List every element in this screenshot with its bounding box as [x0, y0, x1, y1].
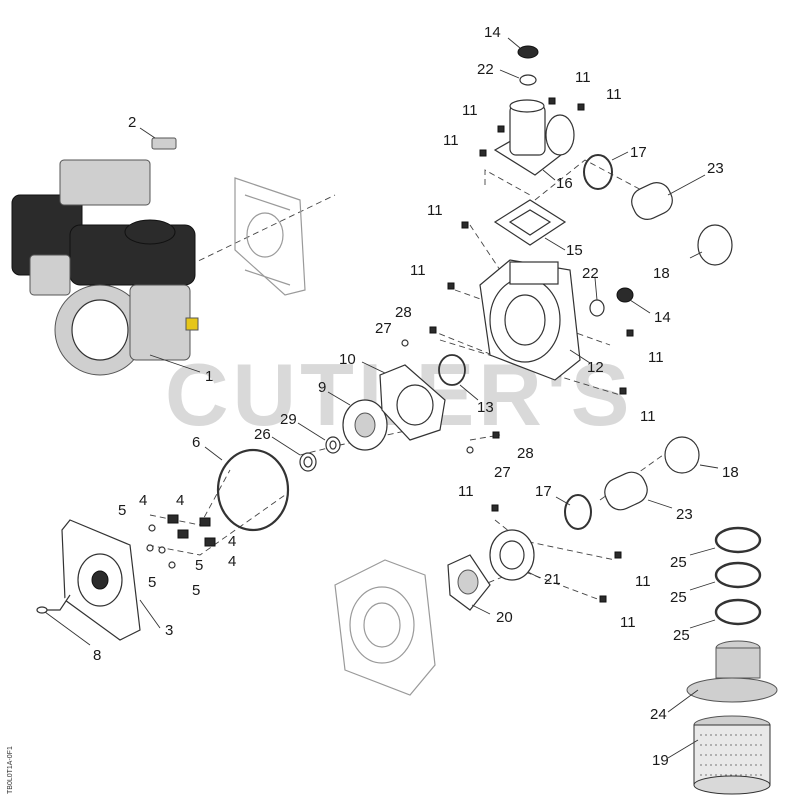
callout-5: 5 [118, 502, 126, 519]
discharge-elbow [493, 99, 575, 181]
housing-outline [334, 559, 436, 696]
callout-11: 11 [640, 408, 656, 425]
fill-cap-top [499, 37, 539, 86]
callout-18: 18 [653, 265, 670, 282]
callout-5: 5 [148, 574, 156, 591]
callout-12: 12 [587, 359, 604, 376]
callout-3: 3 [165, 622, 173, 639]
flange-gasket [493, 199, 567, 251]
callout-25: 25 [670, 589, 687, 606]
callout-11: 11 [443, 132, 459, 149]
engine [11, 159, 201, 376]
callout-11: 11 [648, 349, 664, 366]
callout-10: 10 [339, 351, 356, 368]
pump-housing [479, 259, 591, 381]
drawing-code-text: TB0L0T1A-0F1 [7, 746, 14, 794]
o-ring-small [36, 606, 91, 646]
callout-14: 14 [654, 309, 671, 326]
callout-6: 6 [192, 434, 200, 451]
callout-5: 5 [192, 582, 200, 599]
callout-16: 16 [556, 175, 573, 192]
drain-plug [589, 277, 651, 317]
callout-14: 14 [484, 24, 501, 41]
callout-27: 27 [494, 464, 511, 481]
callout-23: 23 [676, 506, 693, 523]
callout-24: 24 [650, 706, 667, 723]
callout-20: 20 [496, 609, 513, 626]
hose-clamps [689, 526, 762, 629]
callout-5: 5 [195, 557, 203, 574]
callout-26: 26 [254, 426, 271, 443]
callout-8: 8 [93, 647, 101, 664]
callout-11: 11 [635, 573, 651, 590]
callout-17: 17 [630, 144, 647, 161]
callout-4: 4 [176, 492, 184, 509]
drawing-code: TB0L0T1A-0F1 [2, 734, 16, 796]
discharge-fittings [583, 151, 733, 266]
callout-15: 15 [566, 242, 583, 259]
callout-18: 18 [722, 464, 739, 481]
callout-11: 11 [620, 614, 636, 631]
callout-2: 2 [128, 114, 136, 131]
volute-plate [361, 361, 446, 441]
suction-fittings [555, 436, 719, 530]
callout-11: 11 [462, 102, 478, 119]
bolts-and-washers [146, 514, 216, 569]
strainer-assembly [667, 640, 778, 795]
callout-1: 1 [205, 368, 213, 385]
shaft-seals [271, 422, 341, 472]
callout-13: 13 [477, 399, 494, 416]
callout-22: 22 [582, 265, 599, 282]
callout-25: 25 [670, 554, 687, 571]
callout-9: 9 [318, 379, 326, 396]
callout-11: 11 [427, 202, 443, 219]
callout-22: 22 [477, 61, 494, 78]
callout-labels: 1 2 3 4 4 4 4 5 5 5 5 6 8 9 10 11 11 11 … [93, 24, 739, 769]
gasket-ring [204, 446, 290, 532]
callout-25: 25 [673, 627, 690, 644]
callout-11: 11 [458, 483, 474, 500]
impeller [327, 391, 388, 451]
cover-and-flap [447, 529, 541, 615]
callout-11: 11 [606, 86, 622, 103]
callout-28: 28 [517, 445, 534, 462]
mounting-bracket [45, 519, 161, 641]
callout-21: 21 [544, 571, 561, 588]
callout-17: 17 [535, 483, 552, 500]
callout-27: 27 [375, 320, 392, 337]
decal [139, 127, 177, 150]
callout-19: 19 [652, 752, 669, 769]
screws [401, 97, 634, 603]
callout-4: 4 [228, 553, 236, 570]
callout-11: 11 [575, 69, 591, 86]
o-ring-13 [438, 354, 479, 401]
callout-11: 11 [410, 262, 426, 279]
callout-28: 28 [395, 304, 412, 321]
engine-flange-outline [234, 177, 306, 296]
callout-23: 23 [707, 160, 724, 177]
callout-4: 4 [139, 492, 147, 509]
callout-29: 29 [280, 411, 297, 428]
callout-4: 4 [228, 533, 236, 550]
